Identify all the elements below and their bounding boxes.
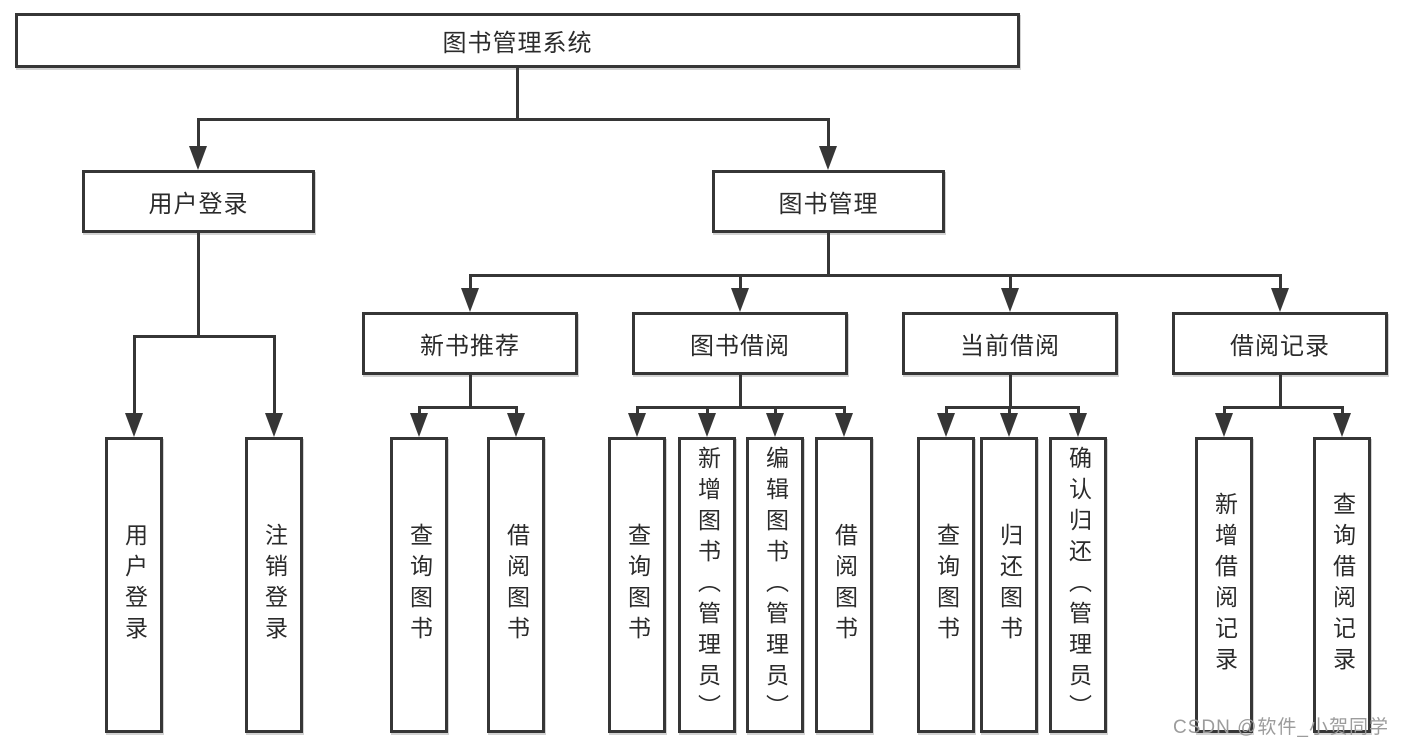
connector-mgmt-drop-4	[1279, 274, 1282, 290]
connector-mgmt-branch	[469, 274, 1282, 277]
leaf-label: 归还图书	[996, 523, 1023, 647]
connector-recommend-stem	[469, 375, 472, 406]
arrow-down-icon	[1001, 288, 1019, 312]
leaf-current-return-books: 归还图书	[980, 437, 1038, 733]
arrow-down-icon	[1000, 413, 1018, 437]
connector-mgmt-drop-3	[1009, 274, 1012, 290]
connector-borrow-drop-3	[774, 406, 777, 415]
connector-current-stem	[1009, 375, 1012, 406]
connector-root-drop-left	[197, 118, 200, 150]
leaf-records-query-record: 查询借阅记录	[1313, 437, 1371, 733]
connector-borrow-stem	[739, 375, 742, 406]
connector-mgmt-drop-1	[469, 274, 472, 290]
arrow-down-icon	[731, 288, 749, 312]
arrow-down-icon	[698, 413, 716, 437]
leaf-label: 借阅图书	[503, 523, 530, 647]
leaf-label: 查询借阅记录	[1329, 492, 1356, 678]
leaf-borrow-add-books-admin: 新增图书（管理员）	[678, 437, 736, 733]
connector-recommend-drop-1	[418, 406, 421, 415]
arrow-down-icon	[265, 413, 283, 437]
arrow-down-icon	[125, 413, 143, 437]
connector-borrow-drop-2	[706, 406, 709, 415]
connector-recommend-drop-2	[515, 406, 518, 415]
connector-mgmt-drop-2	[739, 274, 742, 290]
connector-records-branch	[1223, 406, 1343, 409]
connector-login-drop-1	[133, 335, 136, 415]
leaf-borrow-query-books: 查询图书	[608, 437, 666, 733]
leaf-records-add-record: 新增借阅记录	[1195, 437, 1253, 733]
connector-current-drop-1	[945, 406, 948, 415]
leaf-current-query-books: 查询图书	[917, 437, 975, 733]
arrow-down-icon	[819, 146, 837, 170]
connector-root-branch	[197, 118, 830, 121]
leaf-user-login: 用户登录	[105, 437, 163, 733]
leaf-label: 新增借阅记录	[1211, 492, 1238, 678]
arrow-down-icon	[410, 413, 428, 437]
leaf-label: 用户登录	[121, 523, 148, 647]
leaf-label: 编辑图书（管理员）	[762, 445, 789, 725]
leaf-recommend-query-books: 查询图书	[390, 437, 448, 733]
node-book-borrow: 图书借阅	[632, 312, 848, 375]
connector-records-drop-1	[1223, 406, 1226, 415]
leaf-label: 查询图书	[406, 523, 433, 647]
node-user-login: 用户登录	[82, 170, 315, 233]
connector-records-stem	[1279, 375, 1282, 406]
arrow-down-icon	[835, 413, 853, 437]
arrow-down-icon	[628, 413, 646, 437]
leaf-label: 注销登录	[261, 523, 288, 647]
connector-records-drop-2	[1341, 406, 1344, 415]
connector-current-drop-2	[1008, 406, 1011, 415]
connector-recommend-branch	[418, 406, 518, 409]
connector-mgmt-stem	[827, 233, 830, 274]
connector-root-drop-right	[827, 118, 830, 150]
arrow-down-icon	[1215, 413, 1233, 437]
leaf-recommend-borrow-books: 借阅图书	[487, 437, 545, 733]
connector-borrow-branch	[636, 406, 845, 409]
arrow-down-icon	[189, 146, 207, 170]
arrow-down-icon	[1271, 288, 1289, 312]
node-new-book-recommend: 新书推荐	[362, 312, 578, 375]
connector-login-stem	[197, 233, 200, 335]
leaf-logout: 注销登录	[245, 437, 303, 733]
connector-login-branch	[133, 335, 276, 338]
arrow-down-icon	[1069, 413, 1087, 437]
leaf-label: 借阅图书	[831, 523, 858, 647]
arrow-down-icon	[766, 413, 784, 437]
arrow-down-icon	[461, 288, 479, 312]
watermark-text: CSDN @软件_小贺同学	[1173, 717, 1389, 738]
leaf-label: 新增图书（管理员）	[694, 445, 721, 725]
node-root: 图书管理系统	[15, 13, 1020, 68]
leaf-label: 查询图书	[933, 523, 960, 647]
connector-borrow-drop-1	[636, 406, 639, 415]
leaf-label: 确认归还（管理员）	[1065, 445, 1092, 725]
leaf-current-confirm-return-admin: 确认归还（管理员）	[1049, 437, 1107, 733]
connector-login-drop-2	[273, 335, 276, 415]
node-borrow-records: 借阅记录	[1172, 312, 1388, 375]
connector-borrow-drop-4	[843, 406, 846, 415]
leaf-borrow-borrow-books: 借阅图书	[815, 437, 873, 733]
node-book-management: 图书管理	[712, 170, 945, 233]
arrow-down-icon	[937, 413, 955, 437]
connector-root-stem	[516, 68, 519, 118]
leaf-label: 查询图书	[624, 523, 651, 647]
connector-current-drop-3	[1077, 406, 1080, 415]
connector-current-branch	[945, 406, 1079, 409]
node-current-borrow: 当前借阅	[902, 312, 1118, 375]
arrow-down-icon	[507, 413, 525, 437]
arrow-down-icon	[1333, 413, 1351, 437]
leaf-borrow-edit-books-admin: 编辑图书（管理员）	[746, 437, 804, 733]
